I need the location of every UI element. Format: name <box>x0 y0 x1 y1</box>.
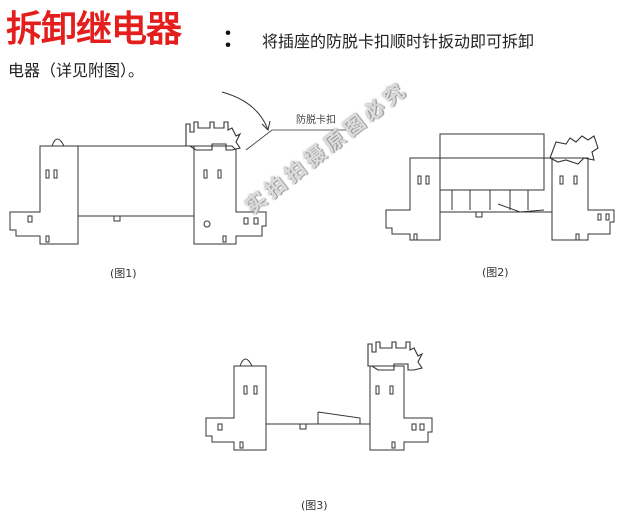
page-title: 拆卸继电器 <box>6 9 182 50</box>
title-colon: ： <box>222 24 246 52</box>
figure-3-empty-socket <box>205 341 433 451</box>
figure-3-caption: (图3) <box>301 499 328 512</box>
figure-1-caption: (图1) <box>110 267 137 280</box>
instruction-text-line-1: 将插座的防脱卡扣顺时针扳动即可拆卸 <box>262 32 535 51</box>
figure-1-socket-with-relay <box>9 91 346 245</box>
figure-2-clip-released <box>385 133 615 241</box>
instruction-text-line-2: 电器（详见附图）。 <box>8 61 145 80</box>
figure-2-caption: (图2) <box>482 266 509 279</box>
callout-label: 防脱卡扣 <box>296 113 336 126</box>
